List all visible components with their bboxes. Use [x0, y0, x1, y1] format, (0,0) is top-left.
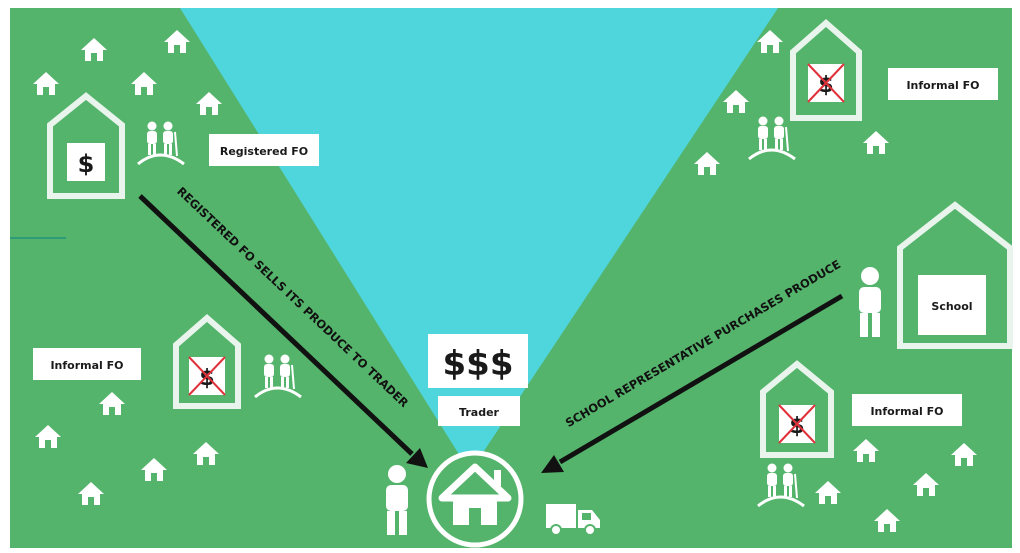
informal-fo-building-bottom-right: $: [760, 360, 834, 458]
money-box: [428, 334, 528, 388]
school-label: School: [931, 300, 972, 313]
trader-label-box: [438, 396, 520, 426]
trader-label: Trader: [459, 406, 499, 419]
arrow-school-to-trader: [558, 293, 844, 465]
money-label: $$$: [443, 344, 514, 384]
truck-icon: [546, 504, 600, 536]
arrow-registered-to-trader: [138, 194, 414, 456]
school-building: School: [897, 201, 1013, 349]
registered-fo-label: Registered FO: [220, 145, 308, 158]
informal-fo-label-left: Informal FO: [50, 359, 123, 372]
informal-fo-building-top-right: $: [790, 19, 862, 121]
arrowhead-right: [541, 455, 564, 473]
informal-fo-label-top-right: Informal FO: [906, 79, 979, 92]
registered-fo-building: $: [47, 92, 125, 199]
informal-fo-label-box: [852, 394, 962, 426]
informal-fo-label-box: [33, 348, 141, 380]
funnel-shape: [180, 8, 778, 472]
dollar-sign: $: [78, 150, 95, 178]
informal-fo-label-bottom-right: Informal FO: [870, 405, 943, 418]
informal-fo-building-left: $: [173, 314, 241, 409]
trader-house-icon: [426, 450, 524, 548]
informal-fo-label-box: [888, 68, 998, 100]
registered-fo-label-box: [209, 134, 319, 166]
arrowhead-left: [406, 448, 428, 468]
